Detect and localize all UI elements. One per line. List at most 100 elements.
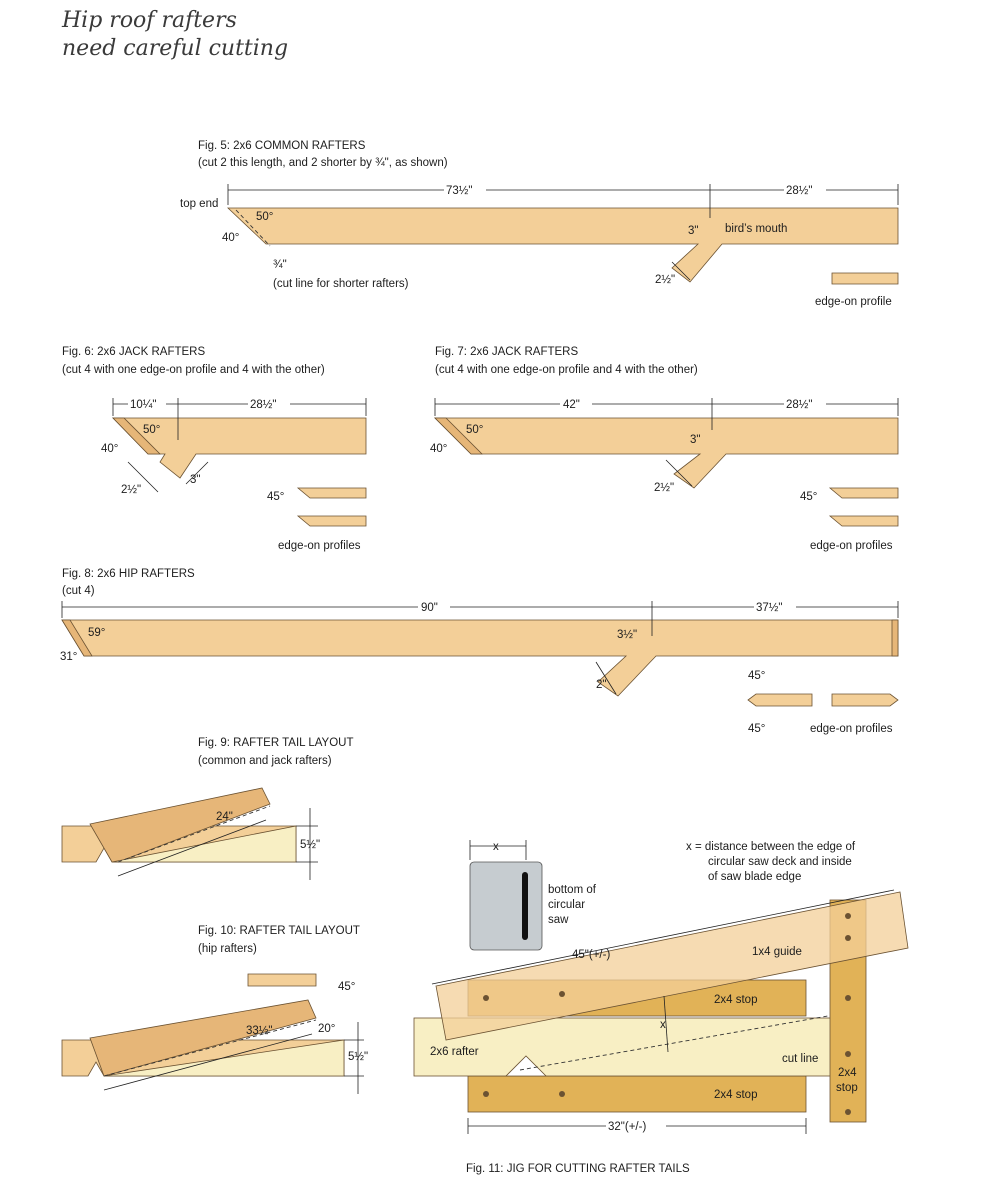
fig6-3in-label: 3" <box>190 474 200 486</box>
fig8-subcaption: (cut 4) <box>62 585 95 597</box>
fig11-caption: Fig. 11: JIG FOR CUTTING RAFTER TAILS <box>466 1163 690 1175</box>
fig11-saw-base <box>469 861 543 951</box>
fig7-3in-label: 3" <box>690 434 700 446</box>
fig7-angle-40: 40° <box>430 443 447 455</box>
fig11-base-length: 32"(+/-) <box>608 1121 646 1133</box>
fig10-angle-20: 20° <box>318 1023 335 1035</box>
fig5-angle-40: 40° <box>222 232 239 244</box>
fig8-caption: Fig. 8: 2x6 HIP RAFTERS <box>62 568 195 580</box>
fig11-xdef-2: circular saw deck and inside <box>708 856 852 868</box>
fig8-profile-b <box>831 693 899 707</box>
fig6-main-length: 10¼" <box>130 399 156 411</box>
fig6-end-cut-face <box>112 417 161 455</box>
fig5-edge-profile-label: edge-on profile <box>815 296 892 308</box>
fig7-tail-length: 28½" <box>786 399 812 411</box>
fig9-caption: Fig. 9: RAFTER TAIL LAYOUT <box>198 737 354 749</box>
fig5-tail-length: 28½" <box>786 185 812 197</box>
fig11-xdef-3: of saw blade edge <box>708 871 801 883</box>
fig8-3half-label: 3½" <box>617 629 637 641</box>
fig11-xdef-1: x = distance between the edge of <box>686 841 856 853</box>
fig8-main-length: 90" <box>421 602 438 614</box>
fig11-saw-blade <box>522 872 528 940</box>
fig11-birds-mouth <box>505 1055 547 1077</box>
fig6-jack-rafters: Fig. 6: 2x6 JACK RAFTERS (cut 4 with one… <box>62 346 367 552</box>
fig6-profile-angle: 45° <box>267 491 284 503</box>
fig11-jig: x bottom of circular saw x = distance be… <box>413 840 909 1175</box>
fig11-saw-label-2: circular <box>548 899 585 911</box>
fig11-post-label-2: stop <box>836 1082 858 1094</box>
fig8-end-cut-face <box>61 619 93 657</box>
fig5-3quarter-label: ¾" <box>273 259 287 271</box>
fig10-tail-overlay <box>89 999 317 1077</box>
fig10-angle-45: 45° <box>338 981 355 993</box>
fig5-main-length: 73½" <box>446 185 472 197</box>
fig11-saw-label-1: bottom of <box>548 884 597 896</box>
fig6-subcaption: (cut 4 with one edge-on profile and 4 wi… <box>62 364 325 376</box>
fig11-stop-bottom <box>467 1075 807 1113</box>
fig7-rafter-board <box>434 417 899 489</box>
fig11-rafter-label: 2x6 rafter <box>430 1046 479 1058</box>
fig5-subcaption: (cut 2 this length, and 2 shorter by ¾",… <box>198 157 448 169</box>
fig8-tail-end-face <box>891 619 899 657</box>
fig10-height-label: 5½" <box>348 1051 368 1063</box>
fig8-profile-angle-top: 45° <box>748 670 765 682</box>
fig10-caption: Fig. 10: RAFTER TAIL LAYOUT <box>198 925 360 937</box>
fig8-angle-59: 59° <box>88 627 105 639</box>
fig7-angle-50: 50° <box>466 424 483 436</box>
fig7-main-length: 42" <box>563 399 580 411</box>
fig11-stop-bottom-label: 2x4 stop <box>714 1089 757 1101</box>
fig6-profiles-label: edge-on profiles <box>278 540 361 552</box>
fig5-top-end-label: top end <box>180 198 218 210</box>
fig5-cut-line-note: (cut line for shorter rafters) <box>273 278 409 290</box>
fig5-3in-label: 3" <box>688 225 698 237</box>
fig5-birds-mouth-label: bird’s mouth <box>725 223 787 235</box>
fig11-x-top: x <box>493 841 499 853</box>
fig9-length-label: 24" <box>216 811 233 823</box>
fig11-post-label-1: 2x4 <box>838 1067 857 1079</box>
page-title-line-2: need careful cutting <box>62 36 288 61</box>
fig9-tail-overlay <box>89 787 271 863</box>
fig7-profile-a <box>828 487 899 499</box>
fig11-cut-line-label: cut line <box>782 1053 818 1065</box>
fig8-profile-a <box>747 693 813 707</box>
fig9-tail-waste <box>111 825 297 863</box>
fig8-profile-angle-bottom: 45° <box>748 723 765 735</box>
fig11-guide-length: 45"(+/-) <box>572 949 610 961</box>
fig8-tail-length: 37½" <box>756 602 782 614</box>
fig6-angle-40: 40° <box>101 443 118 455</box>
fig9-height-label: 5½" <box>300 839 320 851</box>
fig11-cut-line <box>519 1009 863 1071</box>
fig7-profile-angle: 45° <box>800 491 817 503</box>
fig5-edge-profile-shape <box>831 272 899 285</box>
fig8-profiles-label: edge-on profiles <box>810 723 893 735</box>
fig6-profile-a <box>296 487 367 499</box>
fig8-rafter-board <box>61 619 899 697</box>
fig7-profiles-label: edge-on profiles <box>810 540 893 552</box>
fig6-tail-length: 28½" <box>250 399 276 411</box>
fig6-caption: Fig. 6: 2x6 JACK RAFTERS <box>62 346 205 358</box>
fig11-saw-label-3: saw <box>548 914 569 926</box>
fig5-short-cut-line <box>235 209 271 247</box>
fig11-stop-top-label: 2x4 stop <box>714 994 757 1006</box>
fig5-caption: Fig. 5: 2x6 COMMON RAFTERS <box>198 140 366 152</box>
fig10-rafter-tail-layout: Fig. 10: RAFTER TAIL LAYOUT (hip rafters… <box>61 925 368 1094</box>
fig6-profile-b <box>296 515 367 527</box>
fig7-2half-label: 2½" <box>654 482 674 494</box>
fig11-x-mid: x <box>660 1019 666 1031</box>
fig9-rafter-tail-layout: Fig. 9: RAFTER TAIL LAYOUT (common and j… <box>61 737 354 880</box>
fig6-angle-50: 50° <box>143 424 160 436</box>
fig8-angle-31: 31° <box>60 651 77 663</box>
fig7-subcaption: (cut 4 with one edge-on profile and 4 wi… <box>435 364 698 376</box>
fig8-hip-rafters: Fig. 8: 2x6 HIP RAFTERS (cut 4) 90" 37½"… <box>60 568 899 735</box>
fig9-subcaption: (common and jack rafters) <box>198 755 332 767</box>
fig6-2half-label: 2½" <box>121 484 141 496</box>
fig7-profile-b <box>828 515 899 527</box>
fig10-length-label: 33½" <box>246 1025 272 1037</box>
fig11-guide-label: 1x4 guide <box>752 946 802 958</box>
fig5-angle-50: 50° <box>256 211 273 223</box>
fig5-common-rafters: Fig. 5: 2x6 COMMON RAFTERS (cut 2 this l… <box>180 140 899 308</box>
fig7-end-cut-face <box>434 417 483 455</box>
fig5-rafter-board <box>226 207 899 283</box>
fig7-jack-rafters: Fig. 7: 2x6 JACK RAFTERS (cut 4 with one… <box>430 346 899 552</box>
